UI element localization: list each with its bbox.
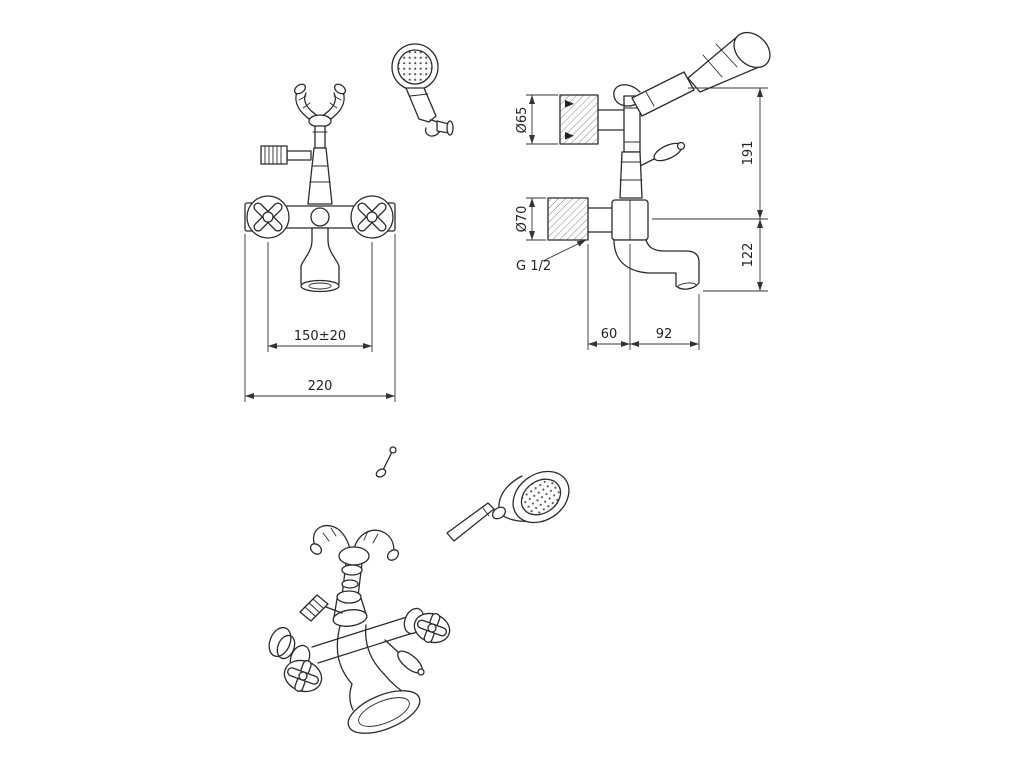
shower-cradle: [293, 83, 347, 149]
lever-handle: [639, 141, 686, 167]
spout-front: [300, 227, 340, 293]
hand-shower-detail: [391, 43, 454, 137]
diverter-knob-perspective: [299, 594, 343, 622]
dim-upper-height-label: 191: [741, 141, 756, 166]
diverter-knob: [260, 145, 312, 165]
holder-hook: [613, 84, 641, 107]
side-dimensions: Ø65 Ø70 G 1/2 191 122 60 92: [515, 87, 768, 350]
shower-handle: [405, 87, 437, 123]
wall-flange-bottom: [547, 197, 589, 241]
hand-shower-side: [631, 31, 771, 117]
lever-handle-perspective: [384, 639, 425, 676]
cross-handle-right-perspective: [413, 612, 451, 644]
cross-handle-left: [246, 195, 290, 239]
dim-overall-width-label: 220: [308, 379, 333, 394]
shower-head-perspective: [446, 470, 570, 542]
dim-center-to-spout-label: 92: [656, 327, 673, 342]
dim-lower-height-label: 122: [741, 243, 756, 268]
wall-flange-top: [559, 94, 599, 145]
dim-wall-to-center-label: 60: [601, 327, 618, 342]
dim-handle-span-label: 150±20: [294, 329, 346, 344]
front-view: 150±20 220: [244, 83, 396, 402]
dim-thread-label: G 1/2: [516, 259, 551, 274]
spout-side: [613, 239, 700, 290]
cradle-perspective: [309, 524, 400, 566]
front-dimensions: 150±20 220: [244, 234, 396, 402]
cross-handle-left-perspective: [283, 659, 323, 693]
perspective-view: [268, 446, 570, 734]
dim-top-flange-dia-label: Ø65: [515, 107, 530, 134]
cross-handle-right: [350, 195, 394, 239]
riser-column: [307, 147, 333, 205]
side-view: Ø65 Ø70 G 1/2 191 122 60 92: [515, 31, 771, 350]
dim-bottom-flange-dia-label: Ø70: [515, 206, 530, 233]
spout-perspective: [336, 624, 421, 734]
